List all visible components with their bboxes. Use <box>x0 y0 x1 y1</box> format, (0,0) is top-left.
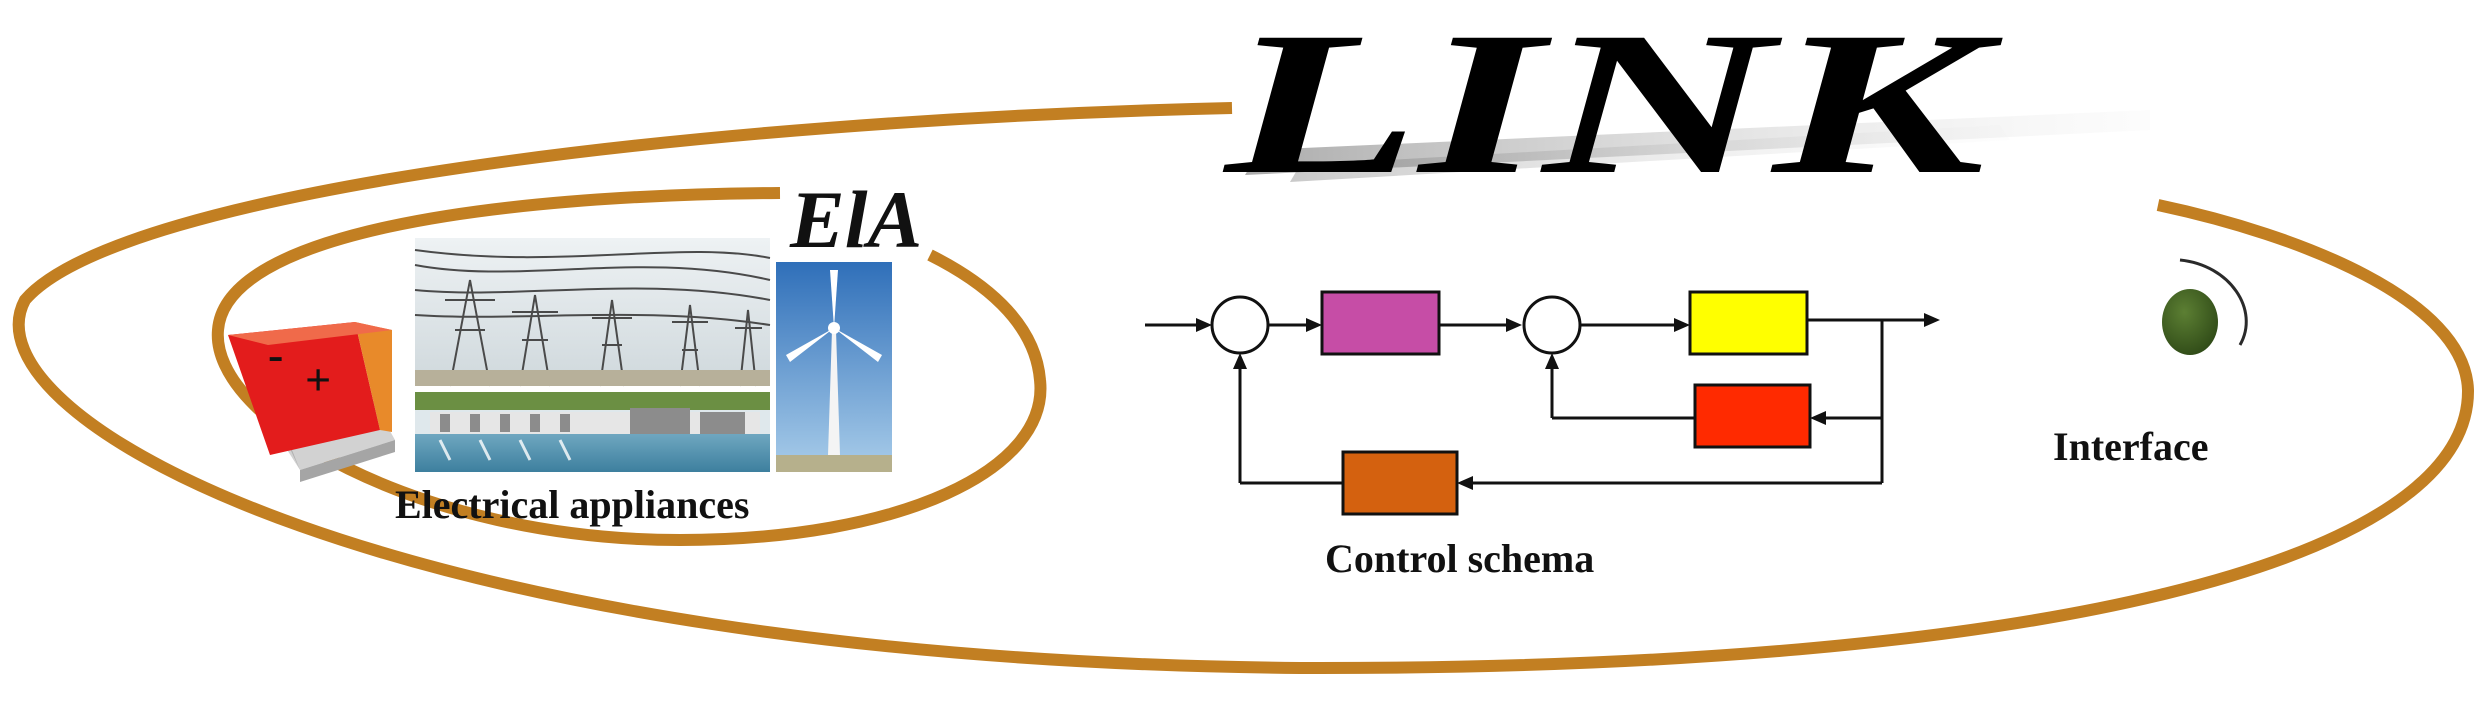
knob-icon <box>2162 258 2248 355</box>
electrical-appliances-label: Electrical appliances <box>395 482 749 527</box>
control-schema-label: Control schema <box>1325 536 1594 581</box>
link-title-shadow <box>1245 110 2150 182</box>
summing-junction-1 <box>1210 295 1270 355</box>
control-schema-diagram <box>1145 290 1940 516</box>
outer-ring <box>12 102 2475 675</box>
block-magenta <box>1320 290 1441 356</box>
block-red <box>1693 383 1812 449</box>
interface-label: Interface <box>2053 424 2208 469</box>
block-yellow <box>1688 290 1809 356</box>
summing-junction-2 <box>1522 295 1582 355</box>
block-orange <box>1341 450 1459 516</box>
battery-plus: + <box>305 354 331 405</box>
battery-icon: - + <box>228 322 395 482</box>
battery-minus: - <box>268 329 283 380</box>
wind-turbine-photo <box>776 262 892 472</box>
ela-label: ElA <box>789 174 922 265</box>
link-title: LINK <box>1222 0 2004 217</box>
inner-ring <box>211 187 1047 547</box>
dam-photo <box>415 392 770 472</box>
power-lines-photo <box>414 238 771 387</box>
